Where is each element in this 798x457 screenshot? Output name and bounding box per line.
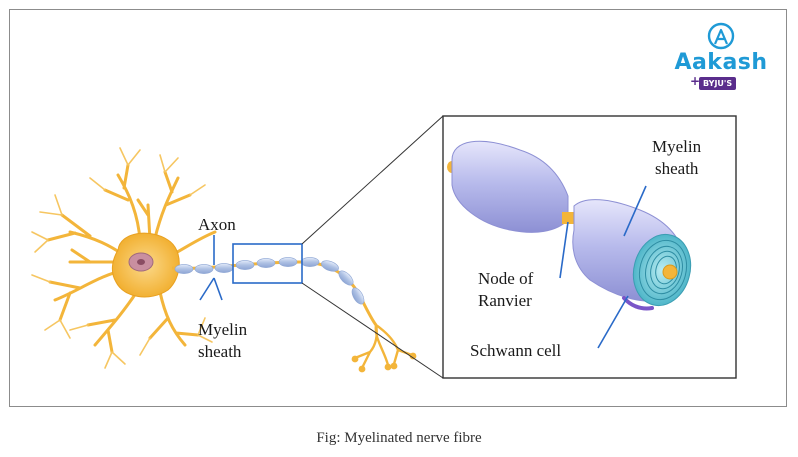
myelin-pointers: [199, 235, 223, 301]
logo-plus: +: [690, 74, 701, 88]
axon-core: [662, 264, 678, 280]
logo-byjus-badge: BYJU'S: [699, 77, 737, 90]
label-inset-myelin-sheath-line1: Myelin: [652, 137, 702, 156]
aakash-byjus-logo: Aakash + BYJU'S: [668, 22, 774, 96]
myelin-segments: [174, 257, 365, 305]
inset-nerve: [447, 140, 692, 311]
nerve-fibre-diagram: Axon Myelin sheath Myelin sheath Node of…: [31, 115, 737, 379]
label-axon: Axon: [198, 215, 236, 234]
nucleolus: [137, 259, 145, 265]
zoom-lines: [301, 115, 444, 379]
label-myelin-sheath-line2: sheath: [198, 342, 242, 361]
logo-brand-text: Aakash: [674, 50, 768, 75]
label-node-of-ranvier-line1: Node of: [478, 269, 534, 288]
zoom-box: [232, 243, 303, 284]
figure-caption: Fig: Myelinated nerve fibre: [316, 430, 482, 446]
label-inset-myelin-sheath-line2: sheath: [655, 159, 699, 178]
label-myelin-sheath-line1: Myelin: [198, 320, 248, 339]
aakash-emblem-icon: [707, 22, 735, 50]
synaptic-knobs: [351, 352, 417, 373]
dendrites-thin: [31, 147, 213, 369]
label-schwann-cell: Schwann cell: [470, 341, 561, 360]
label-node-of-ranvier-line2: Ranvier: [478, 291, 532, 310]
myelin-cross-section: [632, 233, 692, 307]
dendrites: [46, 163, 217, 354]
axon-terminals: [353, 323, 414, 370]
inset-pointers: [559, 185, 647, 349]
